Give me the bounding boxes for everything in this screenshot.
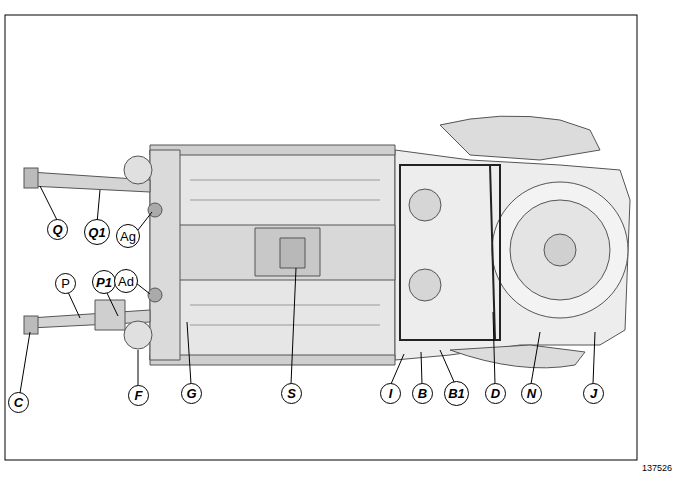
callout-circle: P1 <box>92 270 116 294</box>
callout-circle: S <box>281 383 302 404</box>
callout-circle: J <box>583 383 604 404</box>
callout-letter: B <box>418 387 427 400</box>
callout-letter: N <box>527 387 536 400</box>
callout-circle: Ad <box>114 269 138 293</box>
callout-circle: B <box>412 383 433 404</box>
callout-circle: Q <box>47 219 68 240</box>
callout-circle: Q1 <box>84 219 110 245</box>
callout-circle: B1 <box>444 381 469 406</box>
callout-letter: I <box>389 387 393 400</box>
callout-circle: P <box>55 273 76 294</box>
callout-letter: P <box>61 277 70 290</box>
callout-circle: F <box>128 385 149 406</box>
callout-letter: D <box>491 387 500 400</box>
callout-letter: Ag <box>120 230 136 243</box>
callout-letter: B1 <box>448 387 465 400</box>
figure-number: 137526 <box>642 463 672 473</box>
callout-letter: S <box>287 387 296 400</box>
callout-circle: D <box>485 383 506 404</box>
callout-letter: Ad <box>118 275 134 288</box>
callout-letter: F <box>135 389 143 402</box>
callout-circle: G <box>181 383 202 404</box>
callout-letter: C <box>14 396 23 409</box>
callout-circle: C <box>8 392 29 413</box>
callout-circle: Ag <box>116 224 140 248</box>
callout-letter: G <box>186 387 196 400</box>
callout-circle: I <box>380 383 401 404</box>
callout-letter: Q <box>52 223 62 236</box>
callout-letter: P1 <box>96 276 112 289</box>
callout-circle: N <box>521 383 542 404</box>
callout-letter: Q1 <box>88 226 105 239</box>
callout-letter: J <box>590 387 597 400</box>
